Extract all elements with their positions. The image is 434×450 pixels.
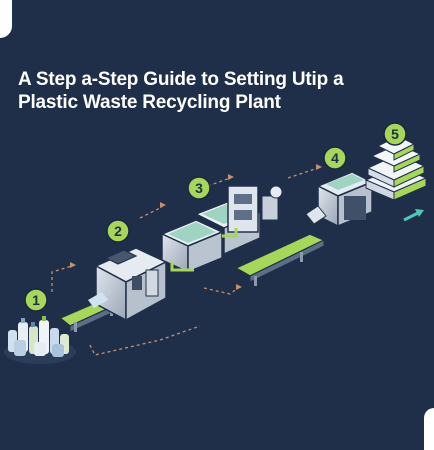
- title-line-2: Plastic Waste Recycling Plant: [18, 92, 281, 113]
- shredder-machine: [58, 247, 168, 333]
- flow-arrowheads: [70, 164, 322, 290]
- step-badge-1: 1: [24, 288, 48, 312]
- page-title: A Step a-Step Guide to Setting Utip a Pl…: [18, 68, 418, 114]
- main-conveyor: [234, 233, 326, 286]
- plastic-bottles-pile: [4, 316, 76, 364]
- step-badge-5: 5: [383, 122, 407, 146]
- flow-arrows: [51, 167, 319, 356]
- pellet-bags-stack: [364, 135, 428, 201]
- title-line-1: A Step a-Step Guide to Setting Utip a: [18, 69, 344, 90]
- svg-text:5: 5: [391, 126, 399, 142]
- step-badge-2: 2: [106, 219, 130, 243]
- washing-tanks: [160, 185, 283, 274]
- corner-decoration: [0, 0, 12, 38]
- svg-text:4: 4: [331, 150, 339, 166]
- step-badge-4: 4: [323, 146, 347, 170]
- svg-text:1: 1: [32, 292, 40, 308]
- svg-text:3: 3: [195, 180, 203, 196]
- corner-decoration: [424, 408, 434, 450]
- extruder-machine: [305, 171, 374, 228]
- step-badge-3: 3: [187, 176, 211, 200]
- output-arrow: [403, 209, 424, 222]
- svg-text:2: 2: [114, 223, 122, 239]
